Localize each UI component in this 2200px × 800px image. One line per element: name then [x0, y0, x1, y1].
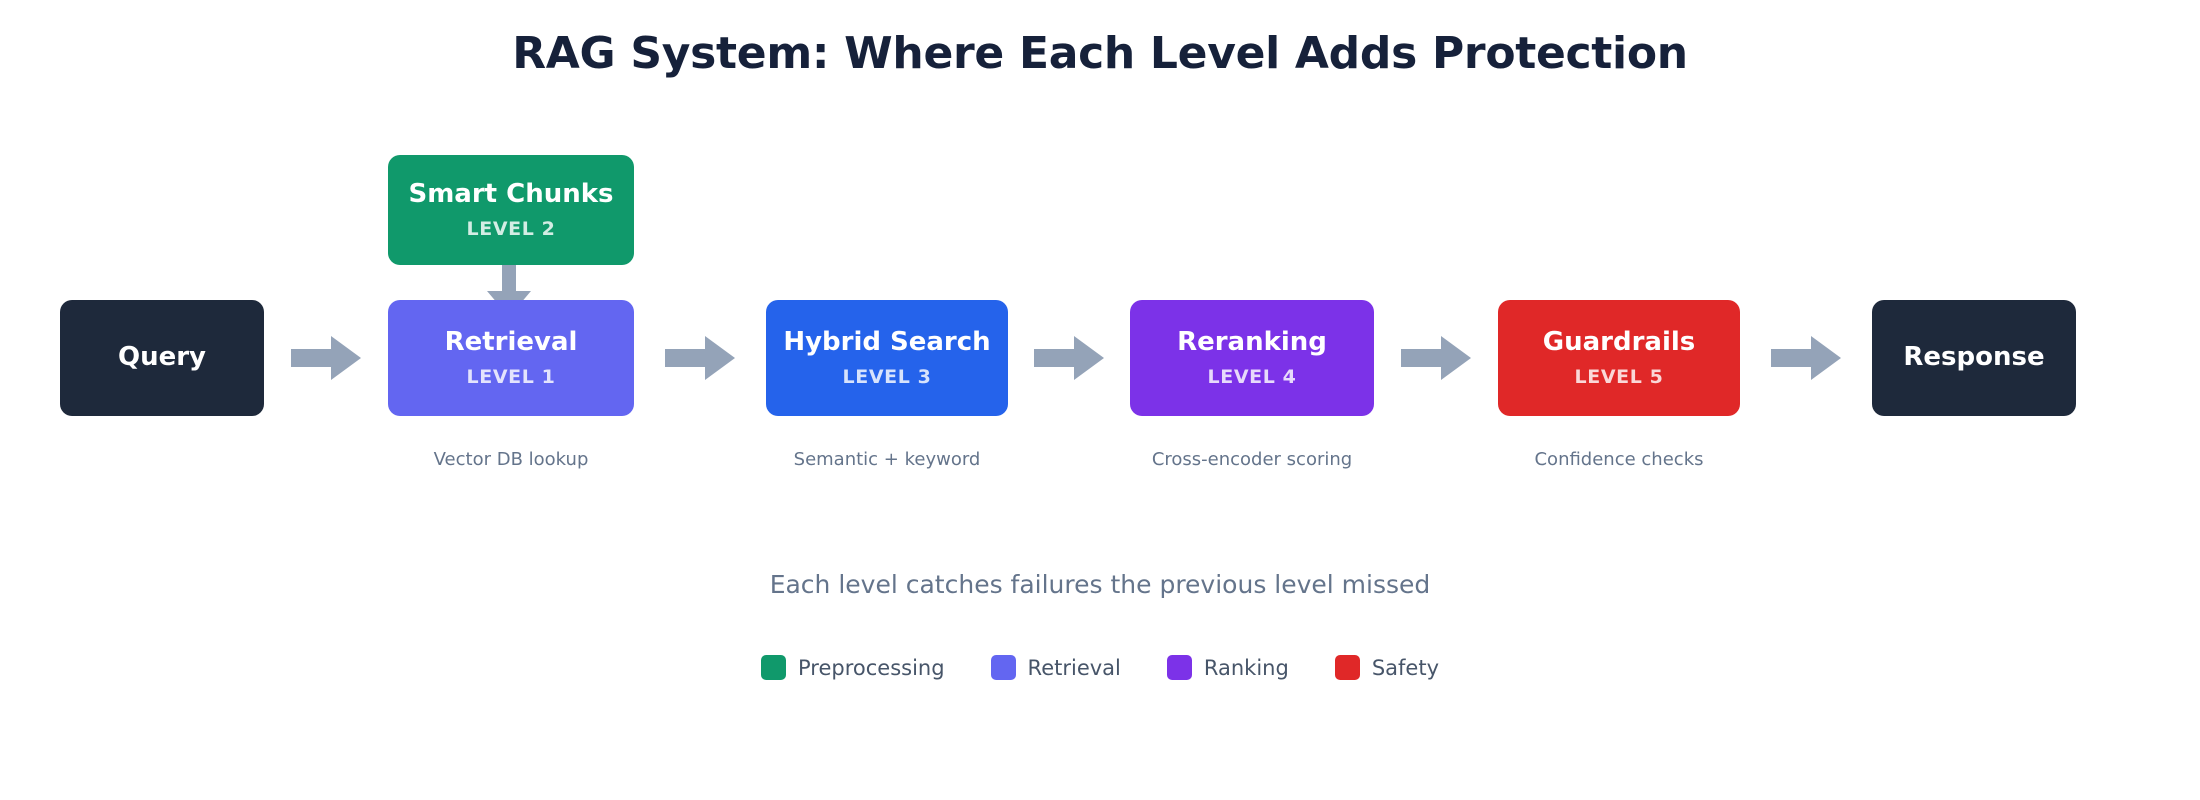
arrow-right-icon	[291, 336, 361, 380]
node-title: Retrieval	[444, 327, 578, 358]
arrow-right-icon	[1771, 336, 1841, 380]
legend-swatch-icon	[1166, 655, 1192, 680]
node-level-label: LEVEL 5	[1574, 365, 1664, 388]
legend: Preprocessing Retrieval Ranking Safety	[0, 655, 2200, 680]
node-smart-chunks[interactable]: Smart Chunks LEVEL 2	[388, 155, 634, 265]
node-title: Guardrails	[1542, 327, 1696, 358]
legend-item-ranking[interactable]: Ranking	[1166, 655, 1289, 680]
node-title: Response	[1903, 342, 2045, 373]
node-caption: Vector DB lookup	[433, 449, 589, 470]
node-response[interactable]: Response	[1872, 300, 2076, 416]
node-caption: Cross-encoder scoring	[1151, 449, 1353, 470]
legend-label: Preprocessing	[797, 655, 945, 680]
node-level-label: LEVEL 4	[1207, 365, 1297, 388]
node-caption: Semantic + keyword	[793, 449, 981, 470]
arrow-right-icon	[665, 336, 735, 380]
arrow-right-icon	[1034, 336, 1104, 380]
arrow-right-icon	[1401, 336, 1471, 380]
node-title: Reranking	[1177, 327, 1327, 358]
node-title: Smart Chunks	[408, 179, 614, 210]
legend-swatch-icon	[990, 655, 1016, 680]
node-level-label: LEVEL 3	[842, 365, 932, 388]
legend-item-retrieval[interactable]: Retrieval	[990, 655, 1121, 680]
legend-swatch-icon	[760, 655, 786, 680]
legend-label: Safety	[1371, 655, 1440, 680]
node-level-label: LEVEL 2	[466, 217, 556, 240]
legend-item-safety[interactable]: Safety	[1334, 655, 1440, 680]
page-title: RAG System: Where Each Level Adds Protec…	[512, 28, 1688, 79]
node-title: Hybrid Search	[783, 327, 991, 358]
node-caption: Confidence checks	[1534, 449, 1704, 470]
subtitle-text: Each level catches failures the previous…	[769, 570, 1431, 599]
node-level-label: LEVEL 1	[466, 365, 556, 388]
node-query[interactable]: Query	[60, 300, 264, 416]
legend-label: Ranking	[1203, 655, 1289, 680]
legend-label: Retrieval	[1027, 655, 1121, 680]
node-title: Query	[117, 342, 207, 373]
legend-item-preprocessing[interactable]: Preprocessing	[760, 655, 945, 680]
legend-swatch-icon	[1334, 655, 1360, 680]
